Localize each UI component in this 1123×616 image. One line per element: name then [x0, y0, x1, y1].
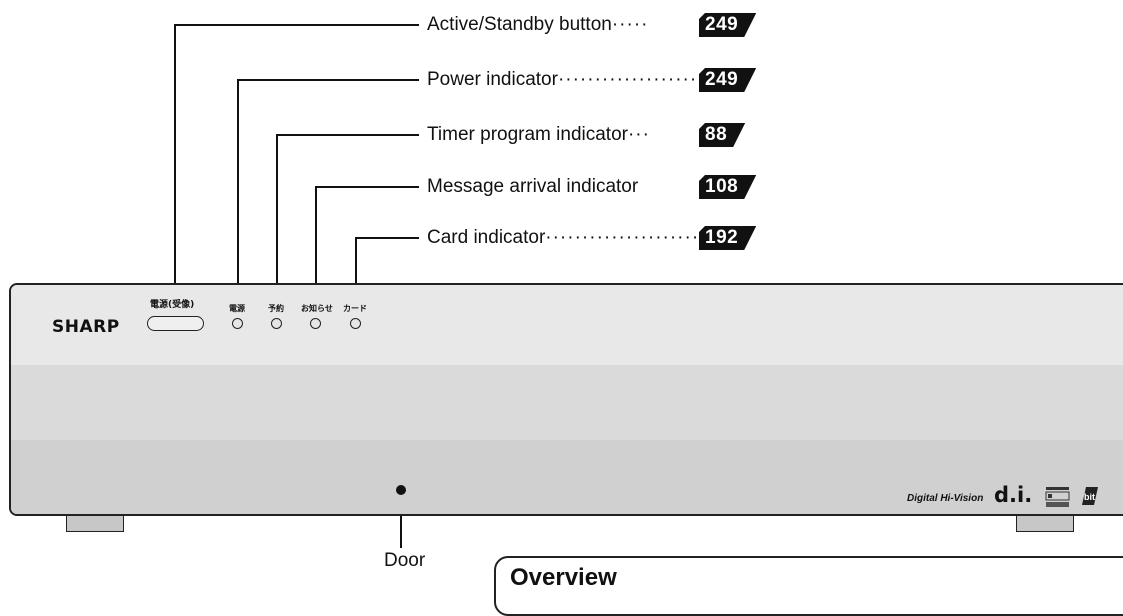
callout-label: Timer program indicator	[427, 124, 628, 145]
leader-dots: ·····················	[557, 69, 712, 90]
section-box: Overview	[494, 556, 1123, 616]
leader-dots: ···	[627, 124, 650, 145]
callout-active-standby: Active/Standby button·····	[427, 14, 648, 36]
door-knob[interactable]	[396, 485, 406, 495]
callout-label: Power indicator	[427, 69, 558, 90]
indicator-label-card: カード	[343, 304, 367, 313]
di-logo-mark: d.i.	[994, 483, 1033, 507]
indicator-label-message: お知らせ	[301, 304, 333, 313]
svg-text:bit: bit	[1084, 492, 1095, 502]
callout-label: Message arrival indicator	[427, 176, 639, 197]
message-indicator-led	[310, 318, 321, 329]
left-foot	[66, 516, 124, 532]
page-badge-card-indicator: 192	[699, 226, 756, 250]
leader-line-active-standby	[174, 24, 419, 287]
card-indicator-led	[350, 318, 361, 329]
leader-line-power	[237, 79, 419, 311]
indicator-label-power: 電源	[229, 304, 245, 313]
indicator-label-timer: 予約	[268, 304, 284, 313]
power-indicator-led	[232, 318, 243, 329]
callout-message-indicator: Message arrival indicator	[427, 176, 638, 198]
leader-dots: ·····	[611, 14, 649, 35]
callout-label: Card indicator	[427, 227, 546, 248]
callout-label: Active/Standby button	[427, 14, 612, 35]
brand-logo: SHARP	[52, 317, 120, 337]
panel-door-section	[11, 440, 1123, 514]
callout-card-indicator: Card indicator·······················	[427, 227, 714, 249]
dolby-logo-icon	[1045, 487, 1070, 507]
certification-logos: bit	[1045, 487, 1098, 507]
page-badge-active-standby: 249	[699, 13, 756, 37]
1bit-technology-logo-icon: bit	[1082, 487, 1098, 505]
leader-line-message	[315, 186, 419, 311]
leader-dots: ·······················	[545, 227, 714, 248]
digital-hi-vision-logo: Digital Hi-Vision	[907, 493, 984, 504]
timer-indicator-led	[271, 318, 282, 329]
active-standby-button[interactable]	[147, 316, 204, 331]
power-button-label: 電源(受像)	[150, 300, 195, 310]
section-heading: Overview	[510, 564, 617, 591]
callout-timer-indicator: Timer program indicator···	[427, 124, 650, 146]
right-foot	[1016, 516, 1074, 532]
door-label: Door	[384, 550, 426, 571]
panel-middle-section	[11, 365, 1123, 441]
callout-power-indicator: Power indicator·····················	[427, 69, 712, 91]
leader-line-timer	[276, 134, 419, 311]
